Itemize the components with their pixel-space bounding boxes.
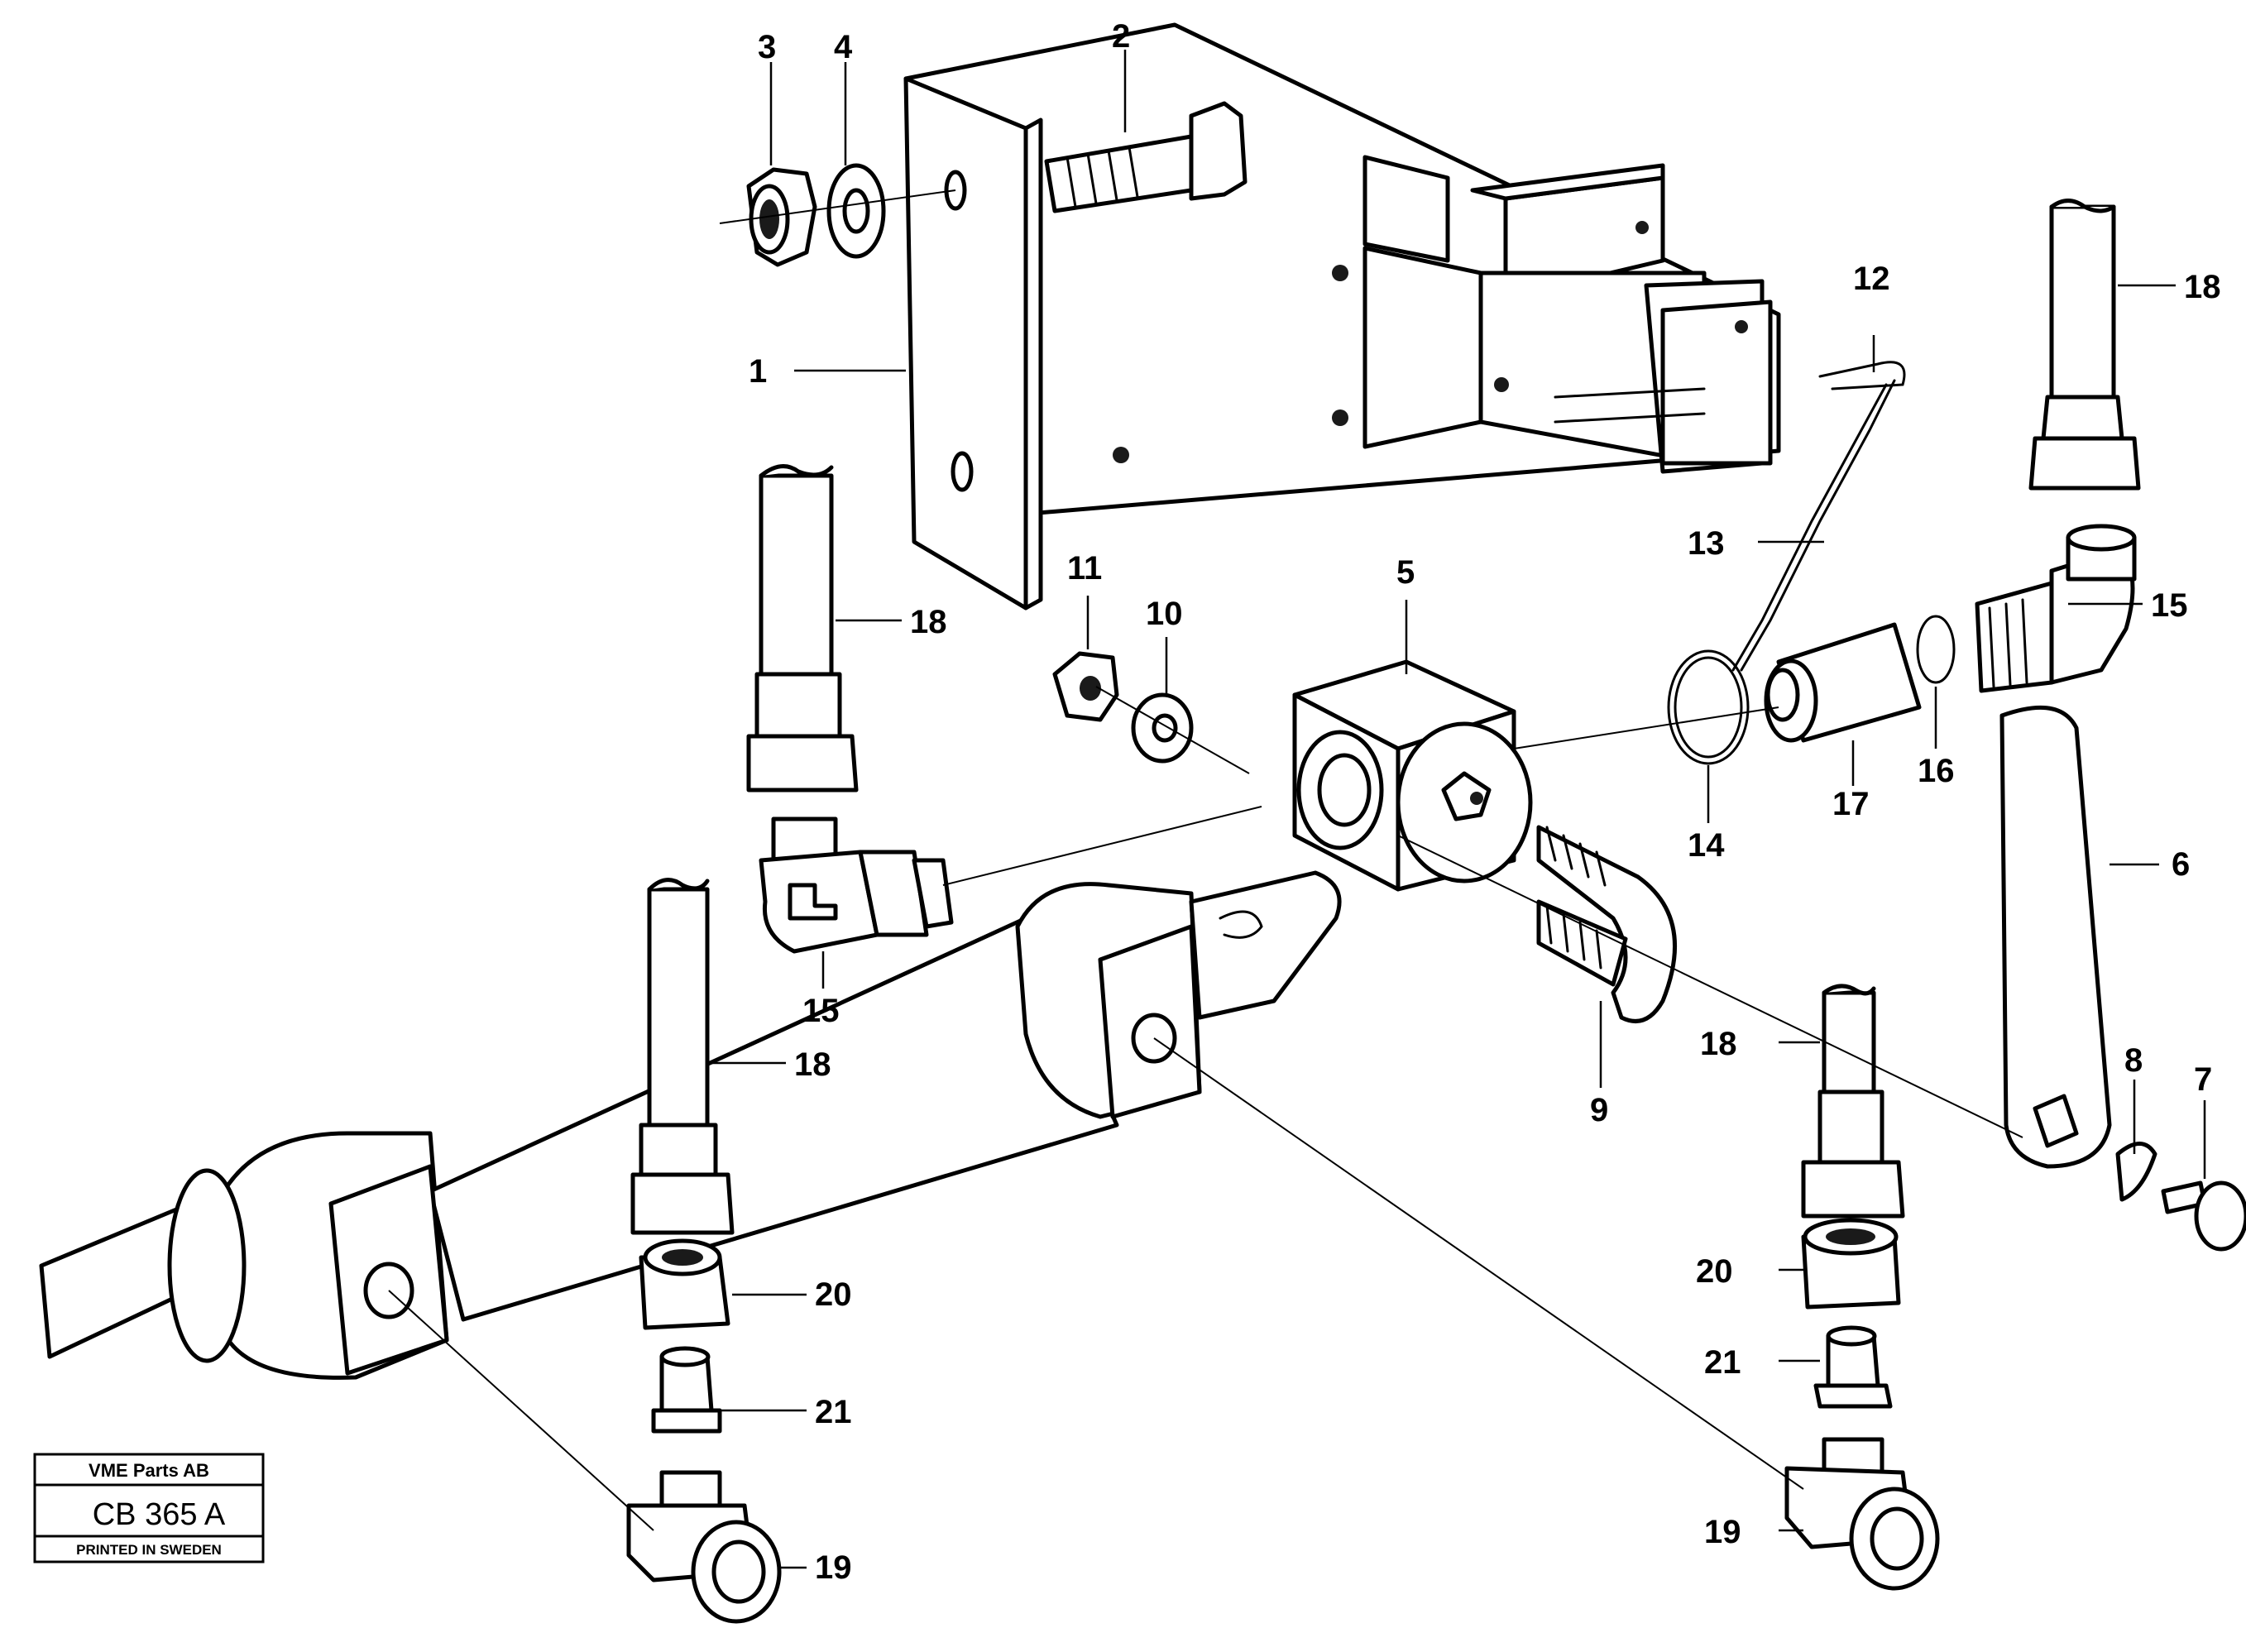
callout-17: 17 [1832, 786, 1870, 822]
nut-part-11 [1052, 651, 1119, 722]
ring-part-14 [1667, 649, 1750, 765]
stamp-printed: PRINTED IN SWEDEN [76, 1542, 222, 1558]
callout-2: 2 [1112, 18, 1130, 55]
callout-18: 18 [2184, 269, 2221, 305]
callout-8: 8 [2124, 1042, 2143, 1079]
callout-6: 6 [2172, 846, 2190, 883]
fitting-part-21-right [1813, 1325, 1893, 1409]
stamp-code: CB 365 A [93, 1497, 226, 1532]
callout-20-right: 20 [1696, 1253, 1733, 1290]
o-ring-part-16 [1916, 615, 1956, 684]
nut-part-20-right [1801, 1218, 1901, 1310]
mounting-bracket [903, 22, 1781, 611]
callout-20-left: 20 [815, 1276, 852, 1313]
callout-labels: 1 2 3 4 5 6 7 8 9 10 11 12 13 14 15 15 1… [749, 18, 2221, 1586]
valve-block-part-5 [1292, 659, 1533, 892]
leader-lines [711, 50, 2206, 1569]
callout-16: 16 [1918, 753, 1955, 789]
screw-part-7 [2161, 1180, 2246, 1252]
callout-12: 12 [1853, 261, 1890, 297]
pipe-part-18-upper-left [746, 464, 859, 792]
elbow-part-15-left [759, 816, 954, 954]
callout-14: 14 [1688, 827, 1725, 864]
fitting-part-21-left [651, 1346, 722, 1434]
callout-18-lower-left: 18 [794, 1046, 831, 1083]
callout-21-left: 21 [815, 1394, 852, 1430]
pipe-part-18-lower-right [1801, 984, 1905, 1219]
callout-9: 9 [1590, 1092, 1608, 1128]
callout-11: 11 [1067, 550, 1102, 587]
elbow-part-19-right [1784, 1437, 1940, 1591]
washer-part-10 [1131, 692, 1194, 764]
callout-4: 4 [834, 29, 853, 65]
callout-15-left: 15 [802, 993, 840, 1029]
washer-part-4 [826, 163, 886, 259]
bolt-part-2 [1044, 101, 1248, 213]
callout-19-right: 19 [1704, 1514, 1741, 1550]
callout-18-lower-right: 18 [1700, 1026, 1737, 1062]
callout-15: 15 [2151, 587, 2188, 624]
adapter-part-17 [1764, 622, 1922, 743]
nut-part-20-left [639, 1238, 730, 1330]
elbow-part-19-left [626, 1470, 782, 1624]
pipe-part-18-top-right [2028, 199, 2141, 491]
parts-stamp: VME Parts AB CB 365 A PRINTED IN SWEDEN [33, 1453, 265, 1563]
pipe-part-18-lower-left [630, 878, 735, 1235]
washer-part-8 [2115, 1142, 2157, 1202]
assembly-lines [388, 189, 2023, 1531]
stamp-company: VME Parts AB [89, 1460, 209, 1481]
pin-and-chain-part-12-13 [1731, 361, 1906, 672]
callout-21-right: 21 [1704, 1344, 1741, 1381]
lever-part-6 [1999, 705, 2112, 1169]
callout-5: 5 [1396, 554, 1415, 591]
callout-18-upper-left: 18 [910, 604, 947, 640]
callout-19-left: 19 [815, 1549, 852, 1586]
u-bolt-part-9 [1536, 825, 1678, 1023]
nut-part-3 [746, 167, 817, 267]
callout-13: 13 [1688, 525, 1725, 562]
callout-10: 10 [1146, 596, 1183, 632]
callout-3: 3 [758, 29, 776, 65]
elbow-part-15-right [1975, 524, 2137, 693]
callout-1: 1 [749, 353, 767, 390]
callout-7: 7 [2194, 1061, 2212, 1098]
